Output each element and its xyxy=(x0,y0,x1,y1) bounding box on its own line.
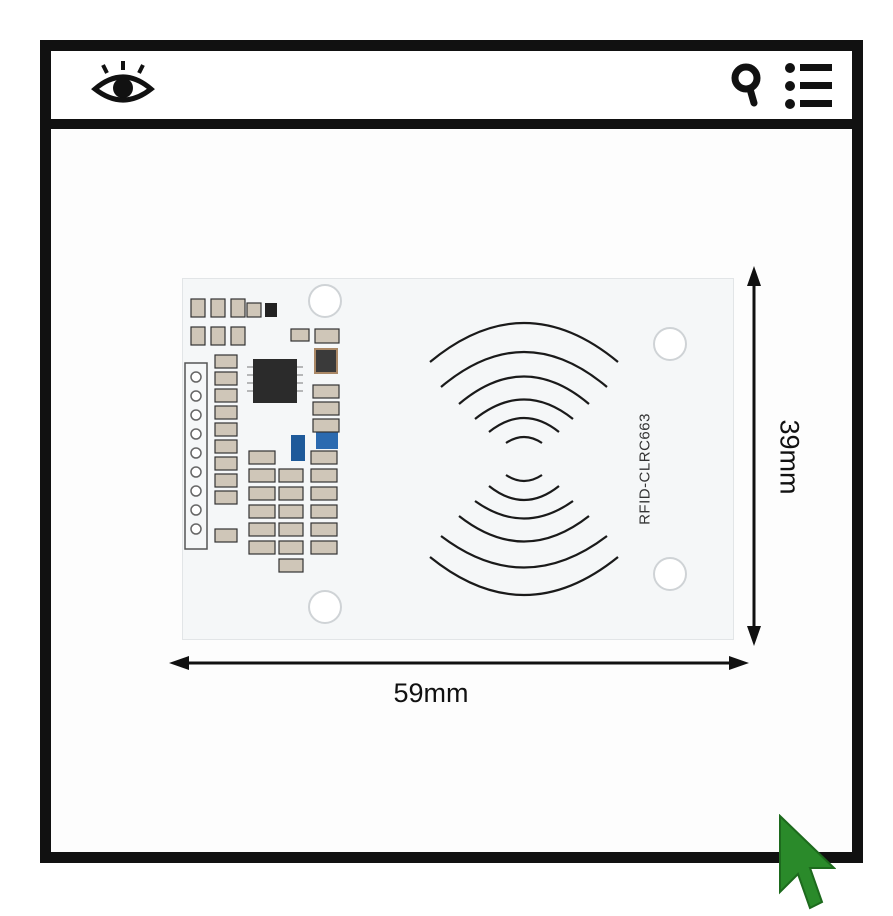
toolbar xyxy=(51,51,852,129)
cursor-arrow-icon xyxy=(779,814,836,910)
height-dimension-arrow xyxy=(747,266,761,646)
menu-icon[interactable] xyxy=(784,61,834,111)
model-label: RFID-CLRC663 xyxy=(636,413,654,525)
height-label: 39mm xyxy=(774,419,805,495)
eye-icon[interactable] xyxy=(91,61,155,109)
search-icon[interactable] xyxy=(730,63,764,107)
browser-window: RFID-CLRC663 59mm 39mm xyxy=(40,40,863,863)
board-graphics xyxy=(184,284,687,624)
width-label: 59mm xyxy=(393,678,469,708)
rfid-board-image: RFID-CLRC663 xyxy=(182,278,734,640)
width-dimension-arrow xyxy=(169,656,749,670)
